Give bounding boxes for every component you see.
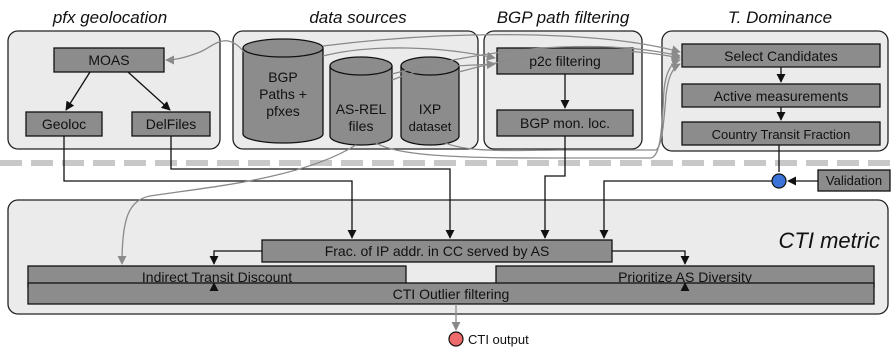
arrow-frac-to-prioritize <box>612 250 690 265</box>
frac-ip-label: Frac. of IP addr. in CC served by AS <box>325 243 550 259</box>
arrow-moas-to-delfiles <box>127 71 171 111</box>
arrow-asrel-to-select-lower <box>371 57 681 159</box>
p2c-filtering-label: p2c filtering <box>529 53 601 69</box>
moas-label: MOAS <box>88 52 129 68</box>
delfiles-label: DelFiles <box>146 116 197 132</box>
arrow-moas-to-geoloc <box>65 71 91 111</box>
arrow-bgp-to-p2c <box>322 47 496 61</box>
moas-box <box>53 47 165 73</box>
country-transit-fraction-label: Country Transit Fraction <box>712 127 851 142</box>
geoloc-label: Geoloc <box>42 116 86 132</box>
delfiles-box <box>131 111 211 137</box>
arrow-bgp-to-select <box>322 34 681 55</box>
ixp-dataset-cylinder: IXP dataset <box>400 56 460 146</box>
section-title-t-dominance: T. Dominance <box>728 8 832 27</box>
country-transit-fraction-box <box>681 121 881 146</box>
arrow-node-to-frac <box>599 180 772 239</box>
arrow-asrel-to-indirect <box>117 144 357 265</box>
arrow-asrel-to-select <box>391 45 681 75</box>
arrow-bgpmon-to-frac <box>540 136 566 239</box>
cti-output-node <box>448 331 464 347</box>
bgp-paths-line2: Paths + <box>259 86 307 102</box>
section-title-cti-metric: CTI metric <box>779 228 880 253</box>
cti-outlier-box <box>27 282 875 305</box>
as-rel-cylinder: AS-REL files <box>329 56 393 146</box>
bgp-mon-loc-label: BGP mon. loc. <box>520 115 610 131</box>
section-title-pfx-geolocation: pfx geolocation <box>52 8 167 27</box>
validation-node <box>771 173 787 189</box>
arrow-bgp-to-moas <box>165 40 245 65</box>
arrow-delfiles-to-frac <box>170 136 455 239</box>
section-title-bgp-path-filtering: BGP path filtering <box>497 8 630 27</box>
prioritize-as-label: Prioritize AS Diversity <box>618 269 752 285</box>
arrow-ixp-to-select-lower <box>439 63 681 152</box>
bgp-paths-cylinder: BGP Paths + pfxes <box>242 38 324 144</box>
active-measurements-label: Active measurements <box>714 88 849 104</box>
as-rel-line1: AS-REL <box>336 101 387 117</box>
ixp-line2: dataset <box>409 119 452 134</box>
arrow-ixp-to-select <box>458 49 681 73</box>
arrow-asrel-to-p2c <box>391 60 496 81</box>
cti-outlier-label: CTI Outlier filtering <box>393 286 510 302</box>
bgp-mon-loc-box <box>496 109 634 137</box>
ixp-line1: IXP <box>419 101 442 117</box>
bgp-paths-line1: BGP <box>268 69 298 85</box>
cti-output-label: CTI output <box>468 332 529 347</box>
arrow-geoloc-to-frac <box>63 136 357 239</box>
as-rel-line2: files <box>349 118 374 134</box>
indirect-transit-label: Indirect Transit Discount <box>142 269 292 285</box>
validation-label: Validation <box>826 173 882 188</box>
arrow-frac-to-indirect <box>209 250 262 265</box>
bgp-paths-line3: pfxes <box>266 103 299 119</box>
select-candidates-label: Select Candidates <box>724 48 838 64</box>
section-title-data-sources: data sources <box>309 8 407 27</box>
